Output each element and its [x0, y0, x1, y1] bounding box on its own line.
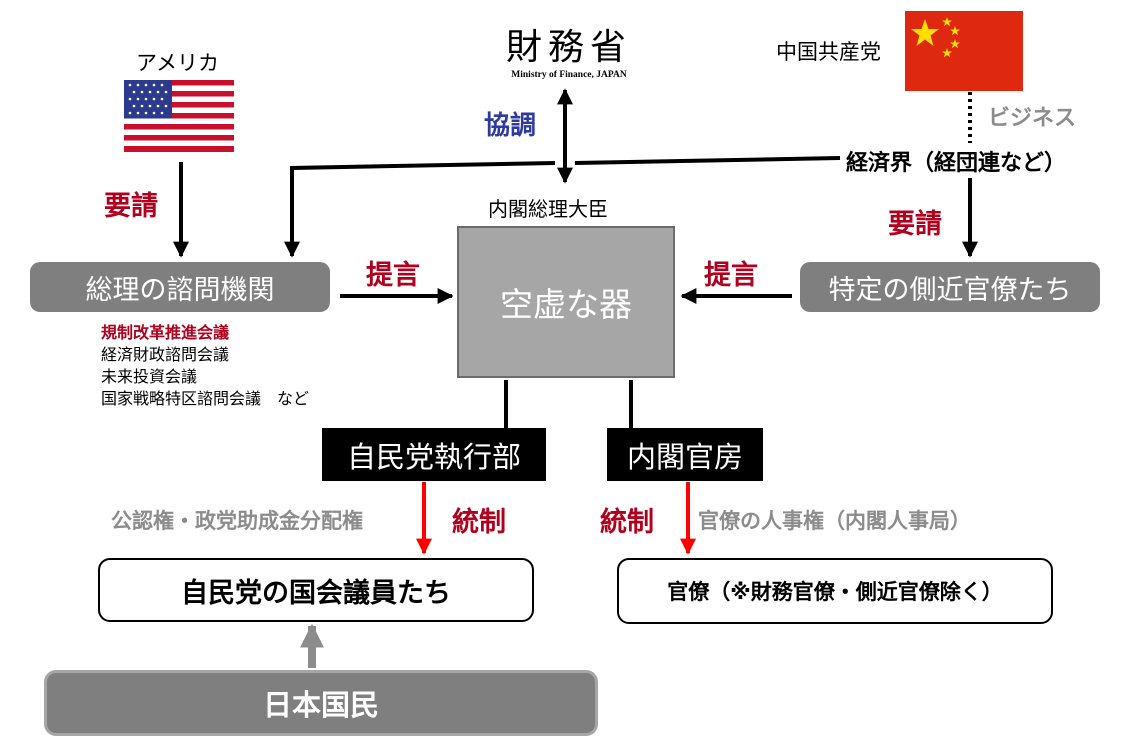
- business-label: ビジネス: [988, 106, 1077, 131]
- nomination-power-label: 公認権・政党助成金分配権: [111, 509, 363, 533]
- us-flag-icon: [124, 80, 234, 152]
- china-flag-icon: [905, 11, 1023, 91]
- ldp-executive-box: 自民党執行部: [322, 428, 546, 481]
- line-keizaikai: [574, 156, 841, 165]
- advisory-body-box: 総理の諮問機関: [30, 262, 330, 312]
- bureaucrats-box: 官僚（※財務官僚・側近官僚除く）: [617, 558, 1053, 624]
- proposal-label-left: 提言: [366, 260, 420, 291]
- council-item: 規制改革推進会議: [101, 323, 230, 342]
- council-item: 国家戦略特区諮問会議 など: [101, 389, 310, 408]
- control-label-left: 統制: [452, 507, 506, 538]
- mof-logo-kanji: 財務省: [505, 27, 632, 68]
- cabinet-secretariat-box: 内閣官房: [607, 428, 763, 481]
- ldp-members-box: 自民党の国会議員たち: [98, 558, 534, 622]
- aides-box: 特定の側近官僚たち: [800, 262, 1100, 312]
- empty-vessel-box: 空虚な器: [457, 226, 675, 378]
- council-list: 規制改革推進会議 経済財政諮問会議 未来投資会議 国家戦略特区諮問会議 など: [101, 322, 309, 410]
- coordination-label: 協調: [484, 111, 537, 141]
- request-label-right: 要請: [888, 209, 942, 240]
- request-label-left: 要請: [104, 191, 158, 222]
- arrow-business-to-advisory: [284, 161, 556, 258]
- personnel-power-label: 官僚の人事権（内閣人事局）: [698, 509, 971, 533]
- america-label: アメリカ: [136, 51, 219, 75]
- ccp-label: 中国共産党: [776, 40, 881, 64]
- council-item: 未来投資会議: [101, 367, 198, 386]
- mof-logo: 財務省 Ministry of Finance, JAPAN: [494, 27, 644, 81]
- keizaikai-label: 経済界（経団連など）: [846, 151, 1067, 176]
- proposal-label-right: 提言: [704, 260, 758, 291]
- control-label-right: 統制: [600, 507, 654, 538]
- mof-logo-english: Ministry of Finance, JAPAN: [511, 70, 627, 80]
- citizens-box: 日本国民: [44, 670, 598, 736]
- council-item: 経済財政諮問会議: [101, 345, 230, 364]
- prime-minister-label: 内閣総理大臣: [488, 197, 608, 221]
